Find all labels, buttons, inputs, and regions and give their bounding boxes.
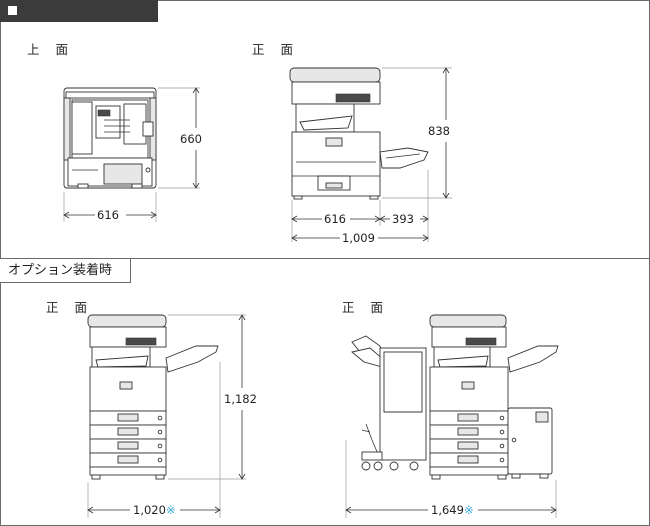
- option-front-right-label: 正 面: [342, 300, 389, 315]
- svg-text:1,649※: 1,649※: [431, 503, 474, 517]
- front-view-drawing: [289, 67, 429, 200]
- options-header: オプション装着時: [0, 259, 131, 283]
- front-view-dimensions: 838 616 393 1,009: [291, 67, 452, 245]
- front-view-label: 正 面: [252, 42, 299, 57]
- option-right-dimensions: 1,649※: [345, 440, 557, 518]
- front-total-width-value: 1,009: [342, 231, 375, 245]
- option-right-width-value: 1,649: [431, 503, 464, 517]
- top-depth-value: 660: [180, 132, 202, 146]
- option-front-left-label: 正 面: [46, 300, 93, 315]
- top-view-dimensions: 660 616: [63, 87, 202, 222]
- square-bullet-icon: [8, 6, 17, 15]
- front-height-value: 838: [428, 124, 450, 138]
- option-left-drawing: [87, 314, 219, 480]
- front-tray-width-value: 393: [392, 212, 414, 226]
- svg-text:1,020※: 1,020※: [133, 503, 176, 517]
- top-width-value: 616: [97, 208, 119, 222]
- section-divider: [0, 258, 650, 259]
- option-right-note-mark: ※: [464, 503, 474, 517]
- dimensions-header: 外形寸法図（単位：㎜）: [0, 0, 158, 40]
- option-left-height-value: 1,182: [224, 392, 257, 406]
- option-left-width-value: 1,020: [133, 503, 166, 517]
- option-left-note-mark: ※: [166, 503, 176, 517]
- option-left-dimensions: 1,182 1,020※: [87, 314, 257, 518]
- top-view-label: 上 面: [27, 42, 74, 57]
- front-main-width-value: 616: [324, 212, 346, 226]
- option-right-drawing: [351, 314, 559, 480]
- dimensions-header-text: 外形寸法図（単位：㎜）: [8, 25, 148, 40]
- top-view-drawing: [63, 87, 157, 189]
